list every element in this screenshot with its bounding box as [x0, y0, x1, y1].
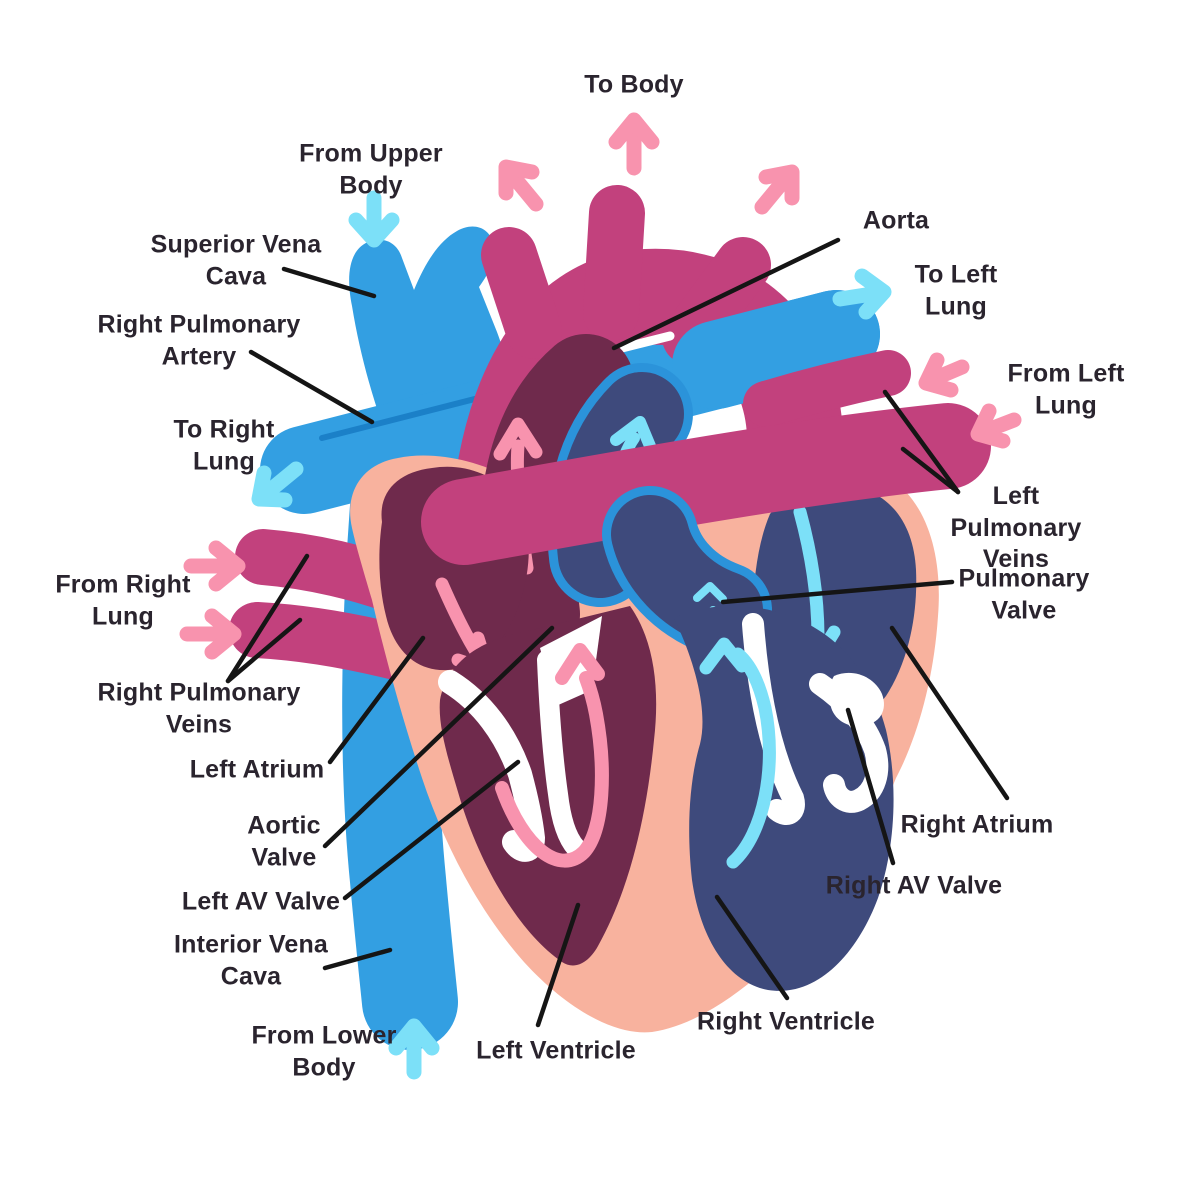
from-lower-body-arrow-icon — [388, 1018, 440, 1080]
from-right-lung-arrow-2-icon — [179, 608, 242, 660]
left-ventricle-flow-arrow — [495, 671, 609, 868]
aorta-outflow-arrowhead-icon — [493, 417, 543, 461]
to-right-lung-arrow-head — [251, 465, 293, 508]
from-upper-body-arrow-icon — [348, 190, 400, 248]
leader-right-av-valve — [845, 707, 896, 866]
left-ventricle-flow-arrowhead-icon — [555, 643, 605, 685]
from-left-lung-arrow-2-shaft — [980, 412, 1022, 438]
leader-aorta — [611, 237, 841, 351]
from-upper-body-arrow-head — [348, 212, 400, 248]
leader-right-pulmonary-veins-1 — [225, 553, 310, 684]
to-left-lung-arrow-shaft — [832, 286, 880, 307]
right-ventricle-flow-arrow — [726, 647, 776, 869]
leader-interior-vena-cava — [322, 947, 393, 971]
to-right-lung-arrow-icon — [251, 461, 304, 508]
aorta-branch-2 — [583, 185, 645, 341]
aorta-branch-left-arrow-icon — [498, 159, 544, 212]
left-pulmonary-artery-front — [672, 290, 880, 409]
aorta-branch-left-arrow-head — [498, 159, 540, 201]
from-left-lung-arrow-2-head — [970, 403, 1011, 449]
leader-right-pulmonary-veins-2 — [225, 617, 303, 684]
leader-left-ventricle — [535, 902, 581, 1028]
right-ventricle-flow-arrowhead-icon — [699, 637, 749, 675]
leader-right-ventricle — [714, 894, 790, 1001]
from-left-lung-arrow-1-shaft — [928, 359, 970, 386]
left-pulmonary-vein-upper — [743, 350, 911, 427]
pulmonary-channel-bottom — [611, 495, 763, 649]
aorta-branch-right-arrow-head — [758, 164, 800, 206]
from-lower-body-arrow-head — [388, 1018, 440, 1056]
right-atrium-flow-arrow — [793, 505, 825, 645]
aorta-branch-1 — [481, 227, 562, 359]
leader-left-pulmonary-veins-2 — [900, 446, 961, 495]
to-left-lung-arrow-head — [854, 268, 892, 320]
leader-left-atrium — [327, 635, 426, 765]
to-right-lung-arrow-shaft — [260, 461, 304, 500]
from-right-lung-arrow-2-head — [204, 608, 242, 660]
aorta-branch-right-arrow-shaft — [754, 176, 789, 215]
leader-superior-vena-cava — [281, 266, 377, 299]
leader-pulmonary-valve — [720, 579, 955, 605]
leader-aortic-valve — [322, 625, 555, 849]
left-ventricle-flow — [495, 643, 609, 868]
to-body-arrow-icon — [608, 112, 660, 176]
leader-left-av-valve — [342, 759, 521, 901]
from-left-lung-arrow-2-icon — [970, 403, 1022, 449]
from-right-lung-arrow-1-head — [208, 540, 246, 592]
leader-right-atrium — [889, 625, 1010, 801]
pulmonary-valve-chevron-1 — [693, 582, 727, 603]
left-av-valve-leaflet-2 — [537, 650, 586, 858]
aorta-branch-left-arrow-shaft — [509, 173, 544, 212]
from-left-lung-arrow-1-icon — [918, 352, 970, 398]
pulmonary-trunk-band — [421, 403, 991, 565]
from-left-lung-arrow-1-head — [918, 352, 959, 398]
to-left-lung-arrow-icon — [832, 268, 892, 320]
aorta-branch-right-arrow-icon — [754, 164, 800, 215]
from-right-lung-arrow-1-icon — [183, 540, 246, 592]
leader-lines — [225, 237, 1010, 1028]
to-body-arrow-head — [608, 112, 660, 150]
leader-left-pulmonary-veins-1 — [882, 389, 961, 495]
pulmonary-outflow-arrowhead-icon — [610, 416, 656, 452]
left-av-valve-leaflet-1 — [438, 670, 546, 862]
right-ventricle-flow — [699, 637, 776, 869]
leader-right-pulmonary-artery — [248, 349, 375, 425]
external-flow-arrows — [179, 112, 1022, 1080]
